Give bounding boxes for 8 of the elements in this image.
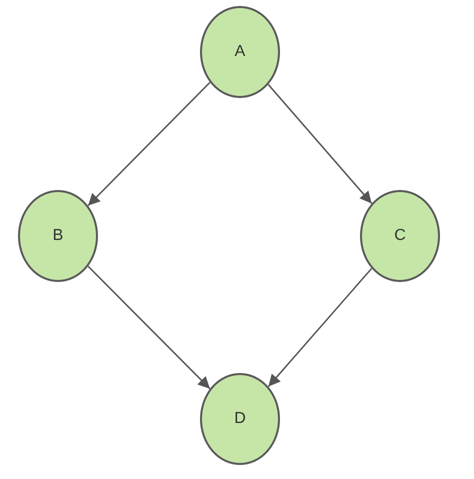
arrow (268, 268, 372, 388)
node-label: C (394, 227, 406, 245)
arrow (88, 266, 210, 390)
node-label: D (234, 410, 246, 428)
arrow (88, 82, 210, 206)
node-label: A (234, 43, 246, 61)
node-label: B (52, 227, 64, 245)
arrow (268, 84, 372, 204)
